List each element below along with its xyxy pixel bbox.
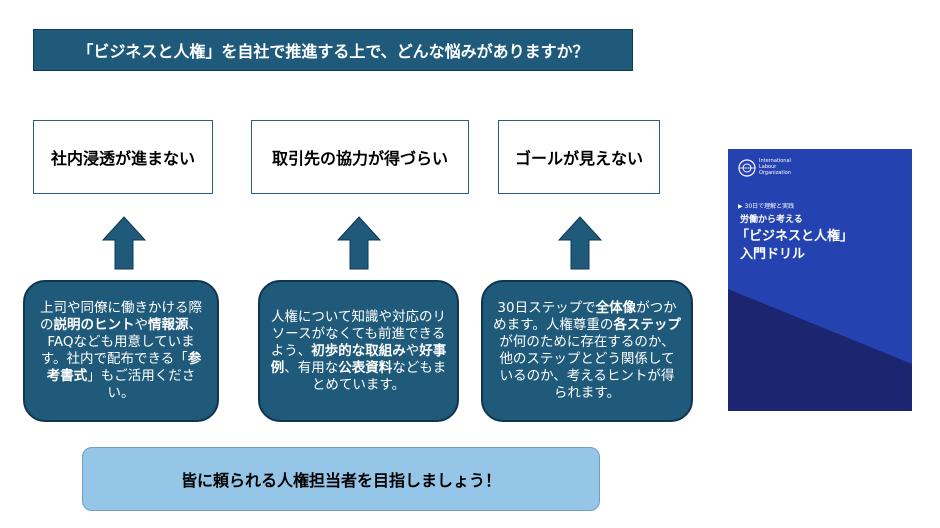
body-text: 、有用な [284, 359, 339, 376]
concern-box-supplier-cooperation: 取引先の協力が得づらい [251, 120, 469, 194]
ilo-logo-icon [738, 159, 756, 177]
highlight-text: 参考書式 [46, 351, 202, 384]
book-lead: 労働から考える [740, 215, 803, 225]
body-text: 」もご活用ください。 [87, 368, 196, 401]
body-text: が何のために存在するのか、他のステップとどう関係しているのか、考えるヒントが得ら… [499, 334, 675, 401]
answer-text: 上司や同僚に働きかける際の説明のヒントや情報源、FAQなども用意しています。社内… [35, 300, 207, 402]
body-text: る際の [40, 300, 202, 333]
highlight-text: 各ステップ [613, 317, 681, 333]
book-org-name: International Labour Organization [759, 158, 791, 176]
body-text: 30日ステップで [497, 300, 596, 316]
body-text: がつかめます。人権尊重の [493, 300, 677, 333]
highlight-text: 公表資料 [338, 359, 393, 376]
question-title: 「ビジネスと人権」を自社で推進する上で、どんな悩みがありますか？ [77, 42, 589, 61]
highlight-text: 初歩的な取組み [311, 342, 406, 359]
concern-label: ゴールが見えない [514, 149, 643, 168]
body-text: などもまとめています。 [311, 359, 447, 393]
answer-bubble-internal-adoption: 上司や同僚に働きかける際の説明のヒントや情報源、FAQなども用意しています。社内… [23, 280, 219, 422]
book-title-line2: 入門ドリル [740, 247, 806, 262]
call-to-action-banner: 皆に頼られる人権担当者を目指しましょう！ [82, 447, 600, 511]
book-title-line1: 「ビジネスと人権」 [736, 229, 854, 244]
concern-box-internal-adoption: 社内浸透が進まない [33, 120, 213, 194]
body-text: 、FAQなども用意しています。社内で配布できる「 [40, 317, 202, 367]
up-arrow-icon [102, 216, 146, 270]
question-banner: 「ビジネスと人権」を自社で推進する上で、どんな悩みがありますか？ [33, 29, 633, 71]
highlight-text: 好事例 [270, 342, 447, 376]
body-text: や [405, 342, 420, 359]
book-subtitle: ▶ 30日で理解と実践 [738, 203, 795, 210]
body-text: 人権について知識や対応のリソースがなくても前進できるよう、 [270, 308, 447, 359]
highlight-text: 説明のヒント [53, 317, 135, 333]
call-to-action-text: 皆に頼られる人権担当者を目指しましょう！ [180, 471, 501, 490]
book-cover-image: International Labour Organization ▶ 30日で… [728, 149, 912, 411]
answer-bubble-supplier-cooperation: 人権について知識や対応のリソースがなくても前進できるよう、初歩的な取組みや好事例… [258, 280, 459, 422]
highlight-text: 情報源 [148, 317, 189, 333]
answer-bubble-no-goal: 30日ステップで全体像がつかめます。人権尊重の各ステップが何のために存在するのか… [481, 280, 693, 422]
answer-text: 30日ステップで全体像がつかめます。人権尊重の各ステップが何のために存在するのか… [493, 300, 681, 402]
body-text: や [134, 317, 149, 333]
body-text: 上司や同僚に働きかけ [40, 300, 175, 316]
answer-text: 人権について知識や対応のリソースがなくても前進できるよう、初歩的な取組みや好事例… [270, 309, 447, 394]
concern-label: 取引先の協力が得づらい [271, 149, 448, 168]
concern-box-no-goal: ゴールが見えない [498, 120, 660, 194]
up-arrow-icon [337, 216, 381, 270]
highlight-text: 全体像 [595, 300, 637, 316]
up-arrow-icon [558, 216, 602, 270]
concern-label: 社内浸透が進まない [50, 149, 195, 168]
